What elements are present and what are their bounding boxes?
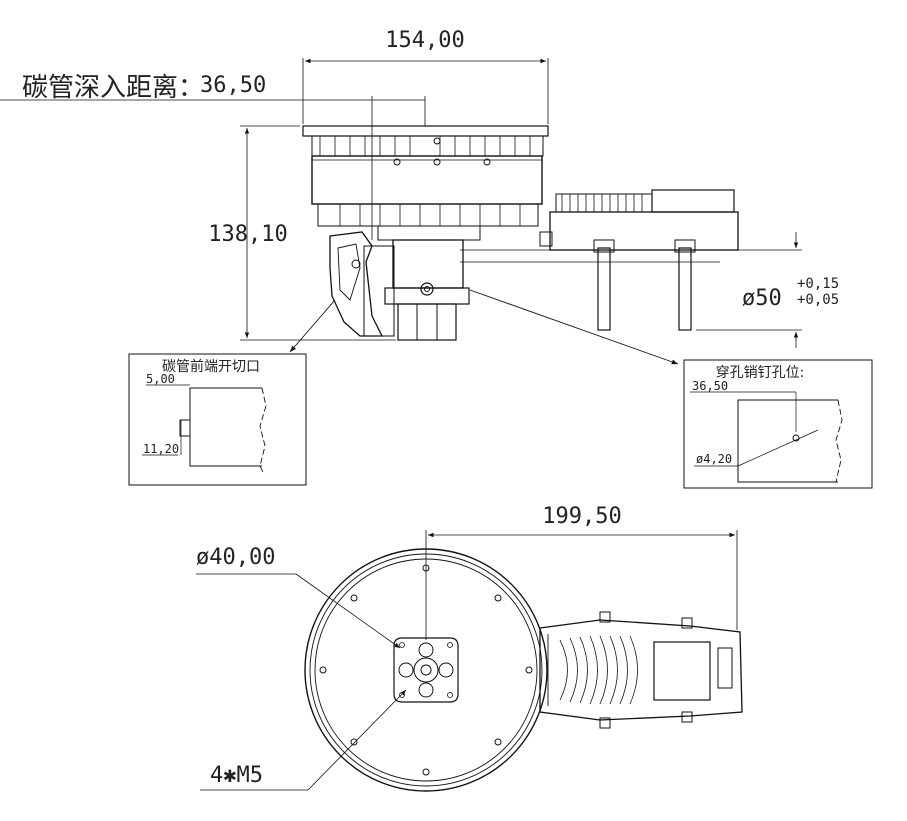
cut-depth-text: 5,00: [146, 372, 175, 386]
side-view: [302, 125, 739, 341]
flange-diameter-text: ø40,00: [196, 545, 275, 570]
bolt-spec-text: 4✱M5: [210, 763, 263, 788]
overall-width-text: 154,00: [385, 28, 464, 53]
detail-cut-title: 碳管前端开切口: [162, 358, 260, 375]
height-text: 138,10: [208, 222, 287, 247]
tube-diameter-text: ø50: [742, 286, 782, 311]
dim-overall-width: 154,00: [302, 28, 549, 124]
leader-cut: [289, 299, 336, 353]
detail-cut-box: 碳管前端开切口 5,00 11,20: [128, 353, 307, 486]
leader-pin: [469, 289, 679, 365]
dim-tube-diameter: ø50 +0,15 +0,05: [696, 232, 839, 348]
total-length-text: 199,50: [542, 504, 621, 529]
dim-flange: ø40,00: [196, 545, 401, 649]
carbon-depth-value: 36,50: [200, 73, 266, 98]
plan-view: [304, 548, 743, 792]
tol-lower-text: +0,05: [797, 292, 839, 308]
pin-offset-text: 36,50: [692, 379, 728, 393]
detail-pin-box: 穿孔销钉孔位: 36,50 ø4,20: [683, 359, 873, 489]
pin-hole-text: ø4,20: [696, 452, 732, 466]
dim-total-length: 199,50: [425, 504, 738, 640]
tol-upper-text: +0,15: [797, 276, 839, 292]
dim-height: 138,10: [208, 125, 396, 341]
dim-carbon-depth: 碳管深入距离： 36,50: [0, 73, 426, 240]
cut-width-text: 11,20: [143, 442, 179, 456]
carbon-depth-label: 碳管深入距离：: [22, 73, 204, 103]
detail-pin-title: 穿孔销钉孔位:: [716, 365, 805, 381]
dim-bolts: 4✱M5: [200, 689, 407, 791]
